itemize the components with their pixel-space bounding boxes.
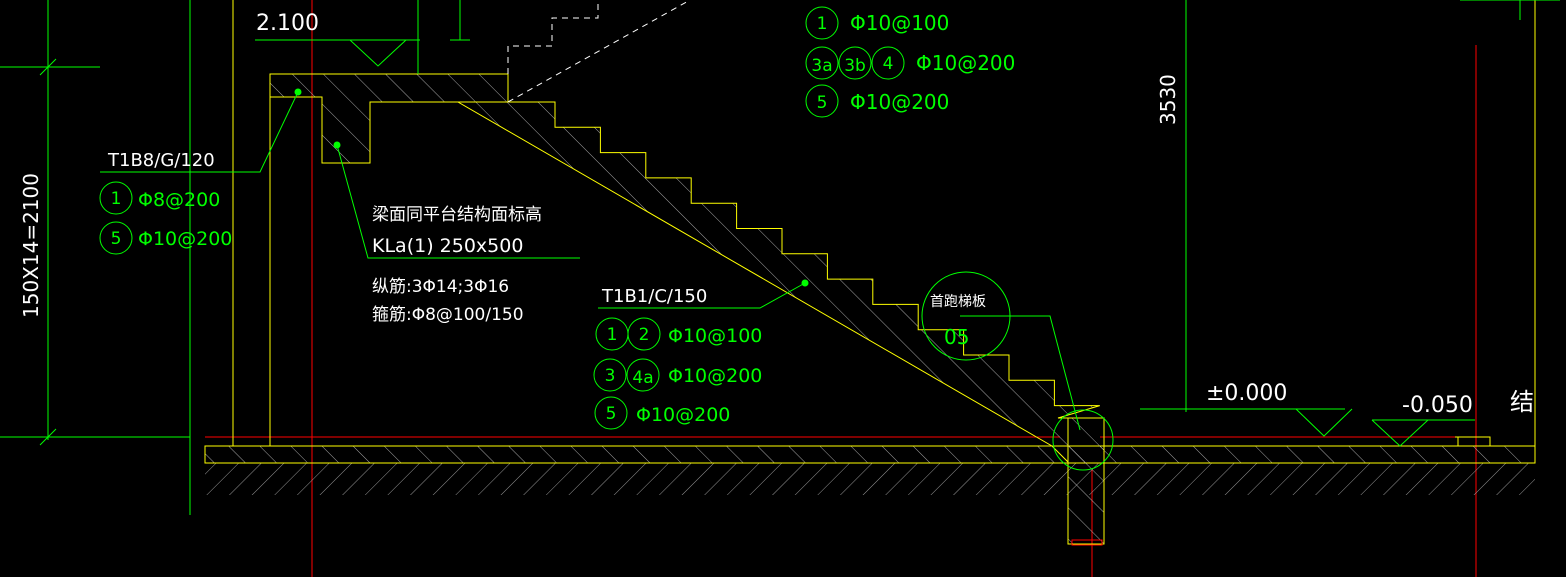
ground-slab bbox=[204, 445, 1536, 495]
stair-mark-1: 1 bbox=[607, 325, 618, 345]
leaders bbox=[100, 91, 1081, 431]
beam-stirrups: 箍筋:Φ8@100/150 bbox=[372, 305, 524, 325]
stair-rebar-3-spec: Φ10@200 bbox=[636, 404, 730, 426]
platform-slab-rebar: Φ8@200 Φ10@200 1 5 bbox=[111, 189, 233, 250]
top-rebar-list: Φ10@100 Φ10@200 Φ10@200 bbox=[850, 11, 1015, 114]
mark-3b: 3b bbox=[844, 56, 866, 76]
platform-slab-code: T1B8/G/120 bbox=[107, 150, 215, 171]
detail-number: 05 bbox=[944, 325, 969, 349]
beam-code: KLa(1) 250x500 bbox=[372, 235, 523, 257]
top-rebar-marks: 1 3a 3b 4 5 bbox=[811, 14, 893, 113]
mark-3a: 3a bbox=[811, 56, 832, 76]
stair-rebar-2-spec: Φ10@200 bbox=[668, 365, 762, 387]
elevation-ground: ±0.000 bbox=[1206, 381, 1287, 406]
dimension-right: 3530 bbox=[1156, 74, 1180, 125]
top-rebar-1-spec: Φ10@100 bbox=[850, 11, 949, 35]
beam-note: 梁面同平台结构面标高 bbox=[372, 205, 542, 225]
platform-mark-5: 5 bbox=[111, 229, 122, 249]
mark-5: 5 bbox=[817, 93, 828, 113]
stair-slab-code: T1B1/C/150 bbox=[601, 286, 707, 307]
right-cut-char: 结 bbox=[1510, 388, 1534, 416]
mark-4: 4 bbox=[883, 54, 894, 74]
detail-title: 首跑梯板 bbox=[930, 294, 986, 310]
stair-rebar-1-spec: Φ10@100 bbox=[668, 325, 762, 347]
rebar-mark-circle bbox=[594, 396, 628, 430]
top-rebar-2-spec: Φ10@200 bbox=[916, 51, 1015, 75]
rebar-mark-circle bbox=[99, 181, 133, 215]
elevation-marks bbox=[255, 39, 1475, 447]
stair-slab-label: T1B1/C/150 bbox=[601, 286, 707, 307]
dimension-left: 150X14=2100 bbox=[19, 173, 43, 318]
leader-dots bbox=[294, 88, 809, 287]
elevation-texts: 2.100 ±0.000 -0.050 结 bbox=[256, 11, 1534, 418]
rebar-mark-circle bbox=[805, 84, 839, 118]
stair-slab-rebar: Φ10@100 Φ10@200 Φ10@200 1 2 3 4a 5 bbox=[605, 325, 763, 426]
rebar-mark-circle bbox=[805, 6, 839, 40]
elevation-top: 2.100 bbox=[256, 11, 319, 36]
stair-mark-5: 5 bbox=[606, 404, 617, 424]
bottom-footing bbox=[1067, 417, 1105, 546]
platform-slab-label: T1B8/G/120 bbox=[107, 150, 215, 171]
stair-mark-2: 2 bbox=[639, 325, 650, 345]
rebar-mark-circle bbox=[99, 221, 133, 255]
platform-rebar-1-spec: Φ8@200 bbox=[138, 189, 220, 211]
platform-mark-1: 1 bbox=[111, 189, 122, 209]
dimension-lines bbox=[0, 0, 1560, 515]
platform-rebar-2-spec: Φ10@200 bbox=[138, 228, 232, 250]
rebar-mark-circle bbox=[627, 317, 661, 351]
rebar-mark-circle bbox=[626, 358, 660, 392]
platform-slab bbox=[269, 73, 555, 164]
stair-mark-3: 3 bbox=[605, 366, 616, 386]
stair-flight bbox=[456, 101, 1100, 464]
elevation-outside: -0.050 bbox=[1402, 393, 1473, 418]
rebar-mark-circles bbox=[99, 6, 905, 430]
rebar-mark-circle bbox=[593, 358, 627, 392]
beam-label: 梁面同平台结构面标高 KLa(1) 250x500 纵筋:3Φ14;3Φ16 箍… bbox=[372, 205, 542, 325]
detail-callout-text: 首跑梯板 05 bbox=[930, 294, 986, 349]
mark-1: 1 bbox=[817, 14, 828, 34]
rebar-mark-circle bbox=[871, 46, 905, 80]
walls bbox=[232, 0, 1536, 447]
beam-long-bars: 纵筋:3Φ14;3Φ16 bbox=[372, 277, 509, 297]
top-rebar-3-spec: Φ10@200 bbox=[850, 90, 949, 114]
stair-mark-4a: 4a bbox=[632, 368, 653, 388]
rebar-mark-circle bbox=[805, 46, 839, 80]
upper-flight-dashed bbox=[507, 0, 691, 103]
detail-callout bbox=[921, 271, 1114, 471]
rebar-mark-circle bbox=[838, 46, 872, 80]
